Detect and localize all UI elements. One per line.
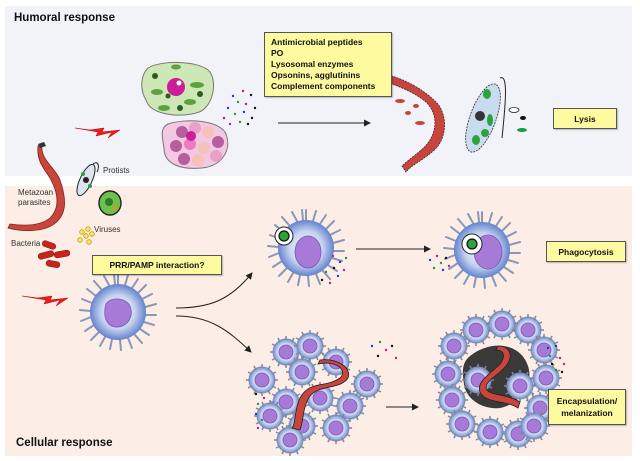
effector-item: Complement components	[271, 81, 376, 91]
arrow-to-phagocytosis	[175, 272, 253, 309]
humoral-response-title: Humoral response	[14, 12, 115, 24]
prr-pamp-label: PRR/PAMP interaction?	[109, 260, 205, 270]
metazoan-parasites-label: Metazoan parasites	[18, 188, 54, 207]
lysed-protist-icon	[465, 77, 506, 153]
secreted-factors-icon-phagocyte	[320, 254, 348, 285]
protist-icon-ciliate	[98, 190, 122, 216]
viruses-label: Viruses	[94, 225, 121, 234]
lysis-label: Lysis	[574, 113, 596, 124]
arrow-to-encapsulation	[175, 315, 252, 353]
effector-item: Opsonins, agglutinins	[271, 70, 361, 80]
encapsulation-box: Encapsulation/ melanization	[548, 389, 626, 425]
phagocyte-icon-engulfing	[267, 209, 345, 287]
prr-pamp-box: PRR/PAMP interaction?	[92, 255, 222, 275]
phagocytosis-label: Phagocytosis	[558, 246, 614, 257]
lysed-parasite-icon	[385, 74, 445, 173]
secreted-factors-icon	[222, 89, 257, 126]
effector-item: Lysosomal enzymes	[271, 59, 354, 69]
lysis-box: Lysis	[553, 108, 617, 129]
effector-item: PO	[271, 48, 284, 58]
oenocytoid-icon	[161, 120, 229, 169]
melanized-capsule-icon	[431, 307, 563, 451]
danger-bolt-icon-humoral	[74, 127, 121, 139]
phagocytosis-box: Phagocytosis	[546, 241, 626, 262]
encapsulation-label: Encapsulation/ melanization	[556, 396, 618, 418]
effector-item: Antimicrobial peptides	[271, 37, 363, 47]
phagocyte-icon-internalized	[443, 211, 521, 289]
cellular-response-title: Cellular response	[16, 437, 113, 449]
secreted-factors-icon-aggregate	[254, 340, 398, 430]
danger-bolt-icon-cellular	[21, 295, 69, 307]
humoral-effectors-box: Antimicrobial peptides PO Lysosomal enzy…	[264, 32, 392, 97]
hemocyte-icon-initial	[79, 273, 157, 351]
melanized-parasite-icon	[478, 345, 521, 409]
metazoan-parasite-icon	[7, 144, 65, 232]
secreted-factors-icon-capsule	[546, 344, 566, 374]
protists-label: Protists	[103, 166, 130, 175]
protist-icon-flagellate	[76, 162, 99, 197]
bacteria-icon	[37, 240, 71, 268]
hemocyte-aggregate-icon	[245, 329, 384, 457]
granulocyte-icon	[141, 61, 214, 116]
virus-icon	[77, 226, 95, 245]
encapsulated-parasite-icon	[291, 359, 350, 431]
secreted-factors-icon-phagocyte-2	[428, 254, 451, 272]
bacteria-label: Bacteria	[11, 239, 41, 248]
